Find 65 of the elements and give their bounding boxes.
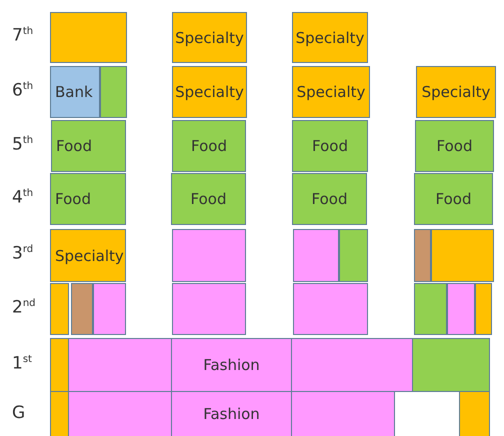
store-block (414, 283, 447, 335)
store-block (414, 229, 431, 282)
store-block (292, 173, 367, 225)
store-block (171, 338, 292, 392)
store-label: Specialty (55, 246, 124, 264)
store-label: Specialty (175, 83, 244, 101)
store-block (50, 66, 100, 118)
store-block (68, 391, 172, 436)
store-block (50, 391, 69, 436)
store-label: Food (436, 137, 472, 155)
store-block (416, 66, 496, 118)
floor-label: 5$^{th}$ (12, 136, 34, 154)
store-block (459, 391, 490, 436)
store-block (292, 120, 368, 172)
store-block (50, 12, 127, 63)
store-block (172, 66, 247, 118)
store-label: Food (191, 137, 227, 155)
store-block (431, 229, 494, 282)
store-label: Food (436, 190, 472, 208)
store-label: Fashion (203, 405, 260, 423)
floor-label: 3$^{rd}$ (12, 245, 34, 263)
store-block (71, 283, 93, 335)
store-block (68, 338, 172, 392)
store-block (414, 173, 493, 225)
store-label: Specialty (296, 28, 364, 46)
store-label: Specialty (422, 83, 490, 101)
store-block (50, 173, 126, 225)
store-block (415, 120, 494, 172)
store-label: Food (312, 190, 348, 208)
store-block (171, 173, 246, 225)
floor-label: 6$^{th}$ (12, 82, 34, 100)
store-label: Fashion (203, 356, 260, 374)
store-block (172, 229, 246, 282)
store-block (292, 12, 368, 63)
store-label: Food (56, 137, 92, 155)
store-block (171, 391, 292, 436)
store-label: Food (312, 137, 348, 155)
store-block (412, 338, 490, 392)
store-block (475, 283, 492, 335)
floor-label: 2$^{nd}$ (12, 299, 36, 317)
store-label: Food (55, 190, 91, 208)
store-block (93, 283, 126, 335)
store-block (339, 229, 368, 282)
store-block (292, 66, 370, 118)
store-block (291, 338, 413, 392)
store-label: Food (190, 190, 226, 208)
store-block (293, 283, 368, 335)
store-label: Specialty (175, 28, 244, 46)
store-block (50, 338, 69, 392)
store-block (447, 283, 475, 335)
floor-label: 1$^{st}$ (12, 355, 32, 373)
floor-label: G (12, 405, 26, 422)
store-block (291, 391, 395, 436)
floor-label: 4$^{th}$ (12, 189, 34, 207)
store-block (100, 66, 127, 118)
store-label: Specialty (296, 83, 366, 101)
store-block (172, 120, 246, 172)
store-block (51, 120, 126, 172)
store-block (50, 229, 126, 282)
store-block (172, 12, 247, 63)
store-block (293, 229, 339, 282)
store-label: Bank (55, 83, 93, 101)
store-block (50, 283, 69, 335)
store-block (172, 283, 246, 335)
floor-label: 7$^{th}$ (12, 27, 34, 45)
